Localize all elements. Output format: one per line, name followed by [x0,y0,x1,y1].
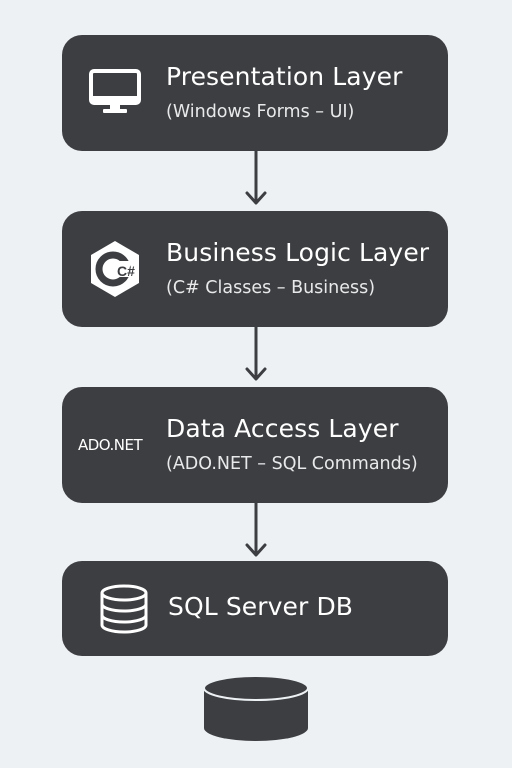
business-logic-layer-box: C# Business Logic Layer (C# Classes – Bu… [62,211,448,327]
database-cylinder-icon [203,675,309,741]
layer-subtitle: (ADO.NET – SQL Commands) [166,454,418,474]
data-access-layer-box: ADO.NET Data Access Layer (ADO.NET – SQL… [62,387,448,503]
layer-title: Data Access Layer [166,414,399,443]
layer-subtitle: (C# Classes – Business) [166,278,376,298]
ado-net-label: ADO.NET [78,436,143,454]
arrow-down-icon [245,503,267,557]
layer-title: Presentation Layer [166,62,403,91]
csharp-icon: C# [88,239,142,299]
sql-server-db-box: SQL Server DB [62,561,448,656]
database-icon [98,583,150,635]
csharp-icon-text: C# [117,263,135,279]
layer-title: SQL Server DB [168,592,354,621]
ado-net-icon: ADO.NET [78,436,143,454]
layer-subtitle: (Windows Forms – UI) [166,102,355,122]
monitor-icon [88,68,142,118]
arrow-down-icon [245,151,267,205]
arrow-down-icon [245,327,267,381]
layer-title: Business Logic Layer [166,238,430,267]
presentation-layer-box: Presentation Layer (Windows Forms – UI) [62,35,448,151]
